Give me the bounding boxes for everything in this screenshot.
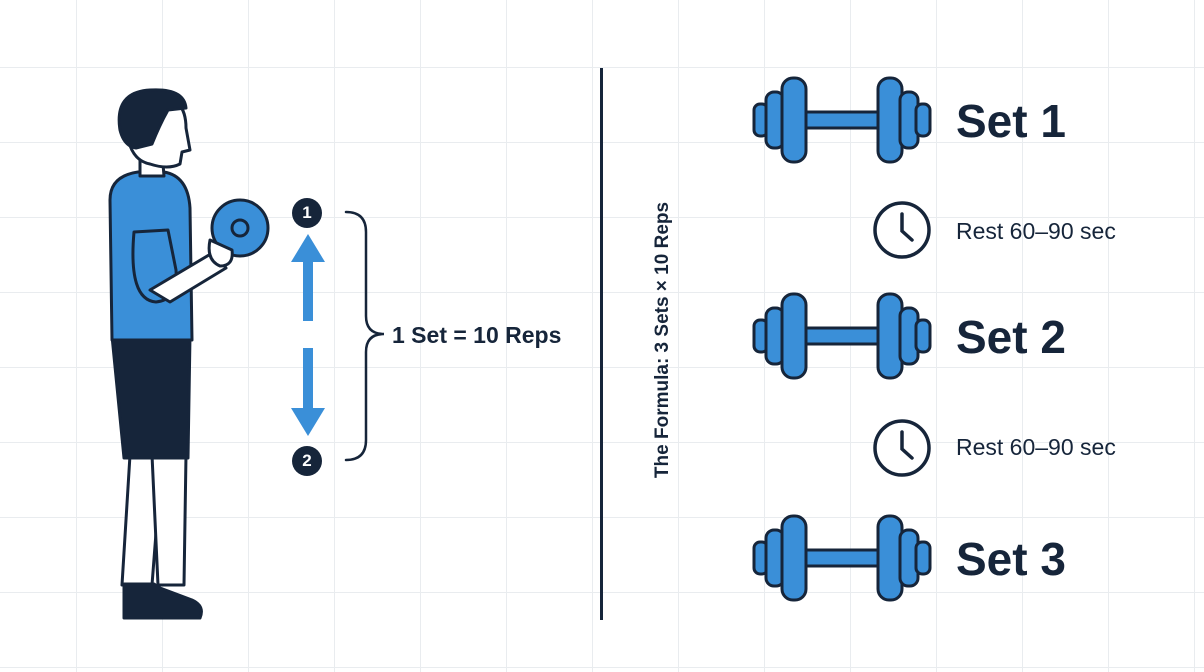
dumbbell-icon	[752, 292, 932, 380]
rest-1-label: Rest 60–90 sec	[956, 218, 1116, 244]
arrow-down-icon	[291, 348, 325, 436]
arrow-up-icon	[291, 234, 325, 321]
set-2-label: Set 2	[956, 311, 1066, 363]
clock-icon	[873, 201, 931, 259]
clock-icon	[873, 419, 931, 477]
person-curling-icon	[108, 88, 385, 620]
divider	[600, 68, 603, 620]
dumbbell-icon	[752, 514, 932, 602]
rep-marker-bottom: 2	[292, 446, 322, 476]
formula-label: The Formula: 3 Sets × 10 Reps	[652, 201, 673, 479]
brace-icon	[344, 210, 385, 462]
set-3-label: Set 3	[956, 533, 1066, 585]
set-equation: 1 Set = 10 Reps	[392, 322, 562, 348]
set-1-label: Set 1	[956, 95, 1066, 147]
rest-2-label: Rest 60–90 sec	[956, 434, 1116, 460]
dumbbell-icon	[752, 76, 932, 164]
rep-marker-top: 1	[292, 198, 322, 228]
